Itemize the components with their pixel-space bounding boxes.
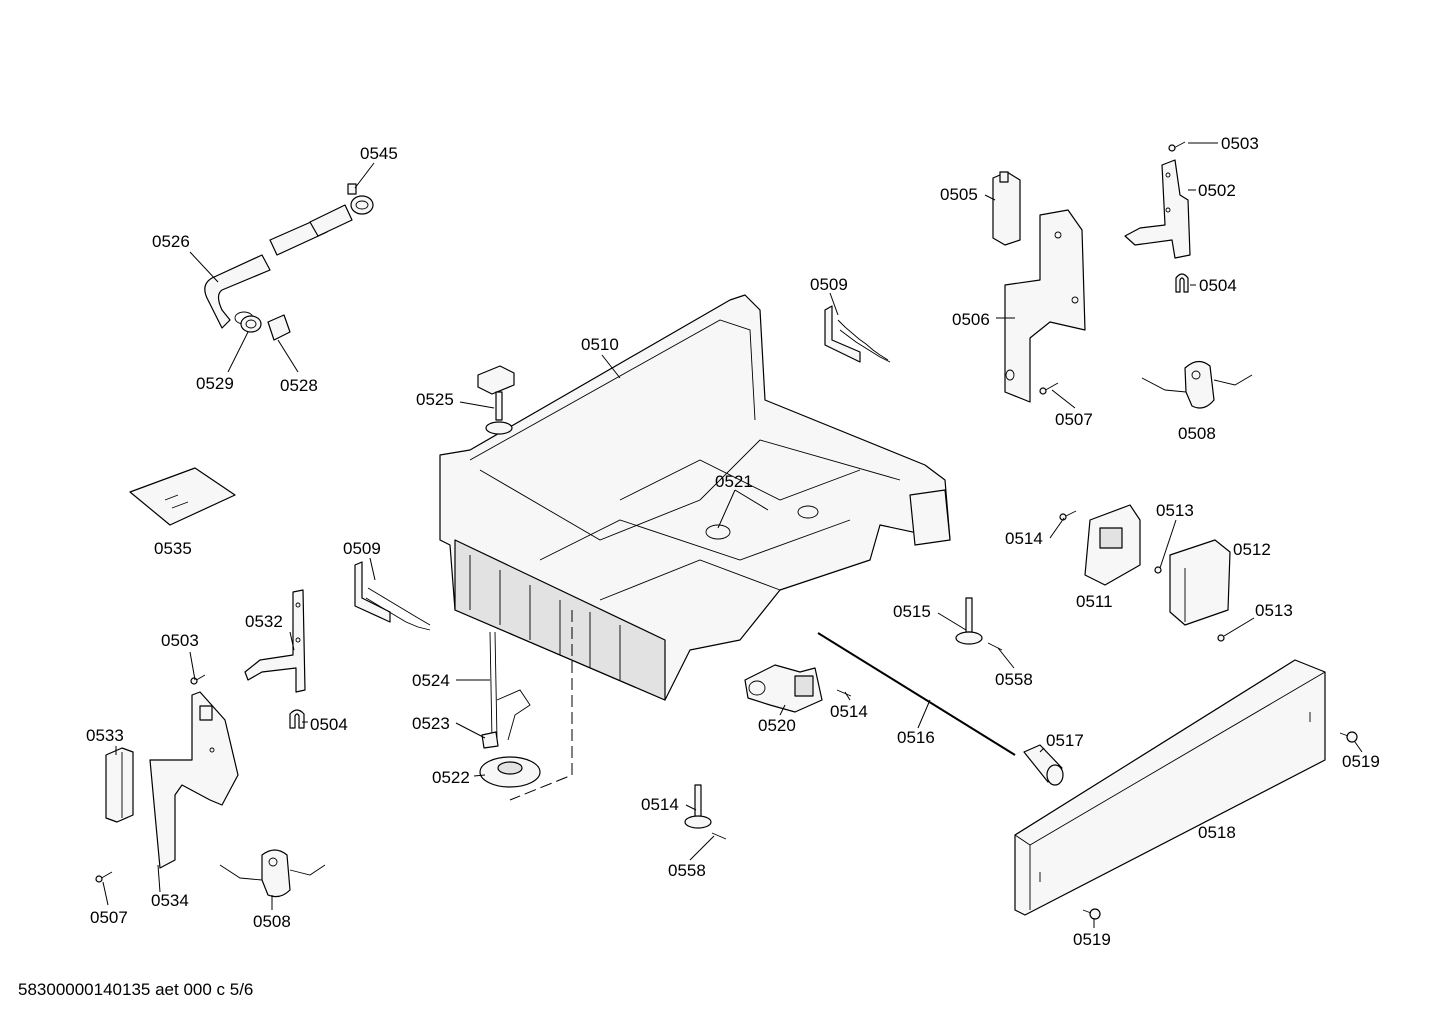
bracket-0506-part	[1004, 209, 1086, 403]
label-0534: 0534	[151, 891, 189, 910]
clip-0504-left-part	[289, 709, 305, 729]
drain-hose-part	[204, 204, 353, 329]
label-0528: 0528	[280, 376, 318, 395]
label-0505: 0505	[940, 185, 978, 204]
valve-0520-part	[744, 664, 823, 713]
label-0533: 0533	[86, 726, 124, 745]
bracket-0532-part	[244, 589, 306, 693]
rod-0516-part	[817, 632, 1016, 756]
label-0522: 0522	[432, 768, 470, 787]
screw-0503-right-part	[1168, 141, 1186, 152]
label-0558-right: 0558	[995, 670, 1033, 689]
label-0510: 0510	[581, 335, 619, 354]
screw-0507-left-part	[95, 871, 113, 883]
label-0509-top: 0509	[810, 275, 848, 294]
screw-0503-left-part	[190, 674, 206, 685]
clip-0504-right-part	[1175, 273, 1189, 293]
label-0509-left: 0509	[343, 539, 381, 558]
bracket-0502-part	[1124, 159, 1191, 259]
cover-0512-part	[1169, 539, 1231, 626]
label-0532: 0532	[245, 612, 283, 631]
label-0506: 0506	[952, 310, 990, 329]
label-0525: 0525	[416, 390, 454, 409]
label-0513-top: 0513	[1156, 501, 1194, 520]
label-0520: 0520	[758, 716, 796, 735]
screw-0513-bottom-part	[1217, 634, 1225, 642]
part-labels: 0545 0526 0529 0528 0525 0510 0509 0535 …	[86, 134, 1380, 949]
label-0558-bottom: 0558	[668, 861, 706, 880]
label-0519-right: 0519	[1342, 752, 1380, 771]
screw-0519-bottom-part	[1082, 908, 1101, 920]
screw-0514-mid-part	[836, 689, 852, 697]
screw-0507-right-part	[1039, 382, 1059, 395]
label-0516: 0516	[897, 728, 935, 747]
label-0518: 0518	[1198, 823, 1236, 842]
clip-0528-part	[267, 314, 291, 341]
label-0511: 0511	[1076, 592, 1113, 611]
label-0514-top: 0514	[1005, 529, 1043, 548]
spring-bracket-0509-top-part	[824, 305, 891, 363]
screw-0519-right-part	[1339, 731, 1358, 743]
label-0507-left: 0507	[90, 908, 128, 927]
kick-panel-0518-part	[1014, 659, 1326, 916]
bracket-0505-part	[992, 171, 1021, 246]
clamp-0529-part	[240, 315, 262, 333]
label-0512: 0512	[1233, 540, 1271, 559]
foot-0514-bottom-part	[684, 784, 712, 829]
label-0504-left: 0504	[310, 715, 348, 734]
label-0503-left: 0503	[161, 631, 199, 650]
label-0515: 0515	[893, 602, 931, 621]
pump-0522-part	[479, 756, 541, 788]
valve-0523-part	[481, 731, 499, 749]
label-0519-bottom: 0519	[1073, 930, 1111, 949]
document-reference: 58300000140135 aet 000 c 5/6	[18, 980, 254, 999]
label-0507-right: 0507	[1055, 410, 1093, 429]
sensor-0508-left-part	[219, 849, 326, 898]
label-0524: 0524	[412, 671, 450, 690]
label-0513-bottom: 0513	[1255, 601, 1293, 620]
knob-0517-part	[1023, 744, 1064, 786]
label-0529: 0529	[196, 374, 234, 393]
parts-bag-0535-part	[129, 467, 236, 526]
label-0517: 0517	[1046, 731, 1084, 750]
foot-0525-part	[477, 365, 515, 435]
sensor-0508-right-part	[1141, 360, 1253, 409]
label-0503-right: 0503	[1221, 134, 1259, 153]
screw-0514-top-part	[1059, 510, 1077, 521]
label-0535: 0535	[154, 539, 192, 558]
base-tub-part	[439, 294, 951, 701]
label-0502: 0502	[1198, 181, 1236, 200]
label-0514-bottom: 0514	[641, 795, 679, 814]
housing-0511-part	[1084, 504, 1141, 586]
label-0545: 0545	[360, 144, 398, 163]
label-0523: 0523	[412, 714, 450, 733]
bracket-0534-part	[149, 691, 239, 869]
screw-0558-bottom-part	[711, 832, 727, 840]
label-0526: 0526	[152, 232, 190, 251]
cover-0533-part	[105, 747, 134, 823]
label-0521: 0521	[715, 472, 753, 491]
leader-lines	[102, 142, 1363, 928]
screw-0513-top-part	[1154, 566, 1162, 574]
hose-clamp-0545-part	[347, 183, 374, 215]
label-0504-right: 0504	[1199, 276, 1237, 295]
spring-bracket-0509-left-part	[354, 561, 431, 631]
label-0508-left: 0508	[253, 912, 291, 931]
screw-0558-right-part	[987, 642, 1003, 651]
label-0508-right: 0508	[1178, 424, 1216, 443]
foot-0515-part	[955, 597, 983, 645]
label-0514-mid: 0514	[830, 702, 868, 721]
shaft-0524-part	[489, 631, 531, 741]
assembly-guide-line	[509, 610, 573, 801]
